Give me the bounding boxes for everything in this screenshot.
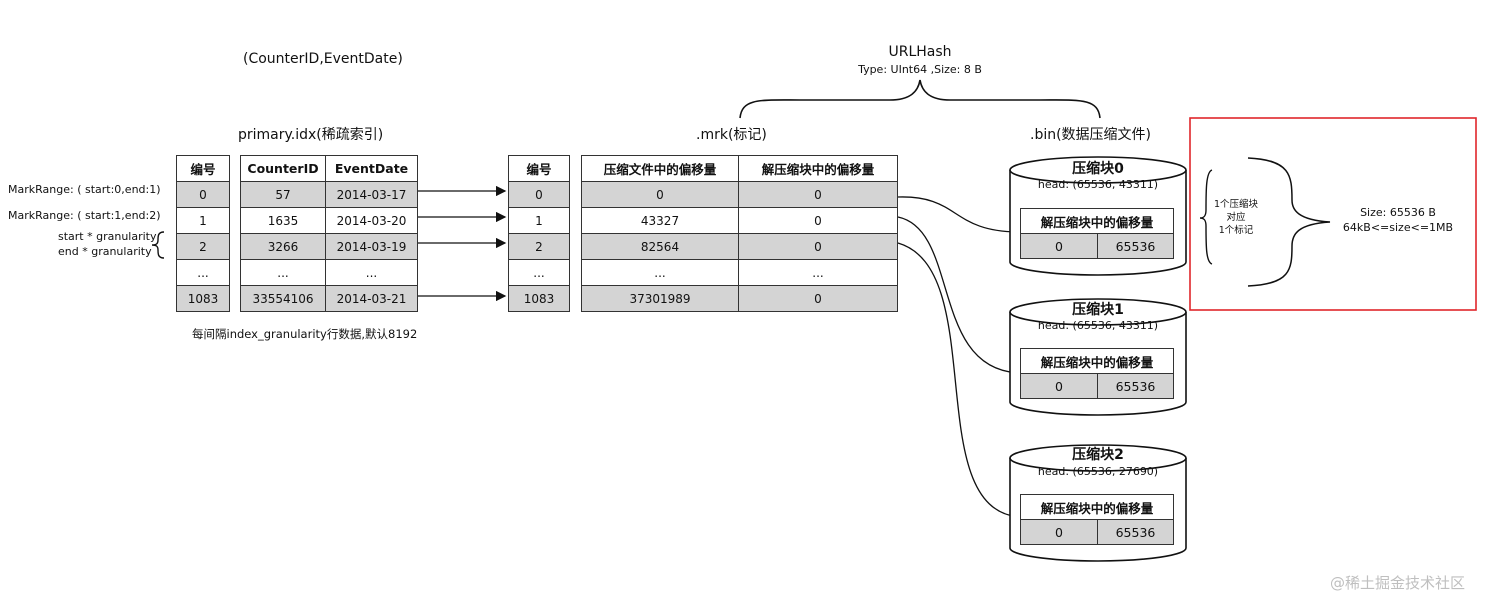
block0-name: 压缩块0 (1072, 161, 1124, 177)
callout-brace-left (1199, 169, 1213, 265)
table-cell: 0 (738, 181, 898, 208)
bin-title: .bin(数据压缩文件) (1030, 127, 1152, 143)
block0-header: 解压缩块中的偏移量 (1020, 208, 1174, 234)
block1-cell-a: 0 (1020, 373, 1098, 399)
table-cell: 1635 (240, 207, 326, 234)
table-cell: 33554106 (240, 285, 326, 312)
primary-id-cell: 2 (176, 233, 230, 260)
mrk-col-file-offset: 压缩文件中的偏移量 (581, 155, 739, 182)
table-cell: 0 (738, 285, 898, 312)
mrk-id-header: 编号 (508, 155, 570, 182)
curve-to-block0 (897, 196, 1022, 238)
primary-id-cell: 1 (176, 207, 230, 234)
callout-left-text: 1个压缩块 对应 1个标记 (1212, 198, 1260, 237)
mrk-id-cell: 0 (508, 181, 570, 208)
callout-size: Size: 65536 B (1360, 206, 1436, 219)
markrange-end: end * granularity (58, 245, 152, 258)
block1-cell-b: 65536 (1097, 373, 1174, 399)
primary-id-cell: 0 (176, 181, 230, 208)
table-cell: ... (738, 259, 898, 286)
table-cell: 2014-03-19 (325, 233, 418, 260)
mrk-title: .mrk(标记) (696, 127, 767, 143)
table-cell: 37301989 (581, 285, 739, 312)
table-cell: 57 (240, 181, 326, 208)
primary-id-header: 编号 (176, 155, 230, 182)
table-cell: ... (240, 259, 326, 286)
block2-head: head: (65536, 27690) (1037, 465, 1159, 478)
urlhash-brace (739, 79, 1101, 119)
mrk-id-cell: 1 (508, 207, 570, 234)
table-cell: 2014-03-20 (325, 207, 418, 234)
mrk-id-cell: ... (508, 259, 570, 286)
table-cell: 2014-03-21 (325, 285, 418, 312)
mrk-id-table: 编号 0 1 2 ... 1083 (508, 155, 570, 312)
block1-header: 解压缩块中的偏移量 (1020, 348, 1174, 374)
table-cell: 0 (581, 181, 739, 208)
mrk-col-block-offset: 解压缩块中的偏移量 (738, 155, 898, 182)
table-cell: 0 (738, 207, 898, 234)
table-cell: 2014-03-17 (325, 181, 418, 208)
callout-line: 1个标记 (1218, 225, 1254, 236)
callout-line: 对应 (1226, 212, 1246, 223)
block2-cell-a: 0 (1020, 519, 1098, 545)
block1-name: 压缩块1 (1072, 302, 1124, 318)
primary-title: primary.idx(稀疏索引) (238, 127, 384, 143)
watermark: @稀土掘金技术社区 (1330, 574, 1466, 592)
callout-brace-right (1247, 157, 1331, 287)
block2-cell-b: 65536 (1097, 519, 1174, 545)
mrk-id-cell: 2 (508, 233, 570, 260)
curve-to-block1 (897, 216, 1022, 378)
table-cell: 43327 (581, 207, 739, 234)
urlhash-subtitle: Type: UInt64 ,Size: 8 B (858, 63, 982, 76)
key-label: (CounterID,EventDate) (243, 51, 403, 67)
callout-box (1189, 117, 1477, 311)
curve-to-block2 (897, 242, 1022, 522)
block0-head: head: (65536, 43311) (1037, 178, 1159, 191)
callout-range: 64kB<=size<=1MB (1342, 221, 1454, 234)
table-cell: 0 (738, 233, 898, 260)
table-cell: 3266 (240, 233, 326, 260)
primary-note: 每间隔index_granularity行数据,默认8192 (192, 327, 418, 341)
table-cell: ... (325, 259, 418, 286)
primary-id-cell: 1083 (176, 285, 230, 312)
markrange-line1: MarkRange: ( start:0,end:1) (8, 183, 161, 196)
block1-head: head: (65536, 43311) (1037, 319, 1159, 332)
block2-header: 解压缩块中的偏移量 (1020, 494, 1174, 520)
markrange-brace (151, 231, 165, 259)
mrk-id-cell: 1083 (508, 285, 570, 312)
block0-cell-b: 65536 (1097, 233, 1174, 259)
block2-name: 压缩块2 (1072, 447, 1124, 463)
markrange-line2: MarkRange: ( start:1,end:2) (8, 209, 161, 222)
urlhash-title: URLHash (888, 44, 952, 60)
primary-id-table: 编号 0 1 2 ... 1083 (176, 155, 230, 312)
table-cell: 82564 (581, 233, 739, 260)
callout-line: 1个压缩块 (1213, 199, 1259, 210)
block0-cell-a: 0 (1020, 233, 1098, 259)
table-cell: ... (581, 259, 739, 286)
primary-id-cell: ... (176, 259, 230, 286)
primary-col-counterid: CounterID (240, 155, 326, 182)
primary-col-eventdate: EventDate (325, 155, 418, 182)
markrange-start: start * granularity (58, 230, 157, 243)
